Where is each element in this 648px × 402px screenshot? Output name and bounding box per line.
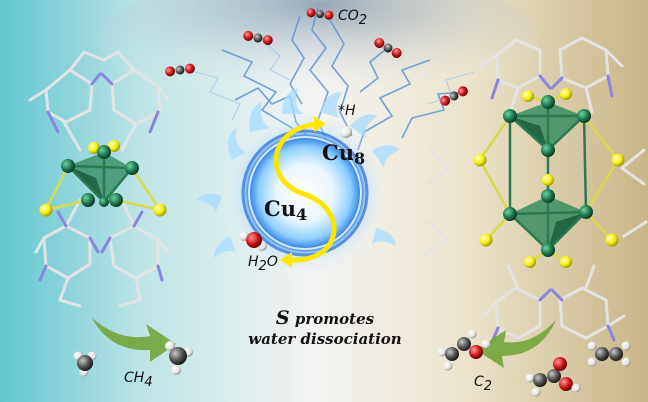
ch4-label: CH4 xyxy=(124,370,153,390)
co2-label-subscript: 2 xyxy=(358,13,368,28)
product-arrow-right xyxy=(476,320,556,368)
c2-label-main: C xyxy=(474,374,484,390)
h2o-label-subscript: 2 xyxy=(258,259,267,274)
h2o-label: H2O xyxy=(248,254,278,274)
caption-s-letter: S xyxy=(275,307,290,329)
co2-molecule xyxy=(243,30,273,46)
cu4-cluster-structure xyxy=(28,50,170,308)
ch4-label-subscript: 4 xyxy=(144,375,153,390)
cu4-label-subscript: 4 xyxy=(295,205,308,224)
co2-molecule xyxy=(165,63,195,77)
h-atom xyxy=(340,126,352,138)
ch4-label-main: CH xyxy=(124,370,145,386)
ch4-molecule xyxy=(73,351,97,377)
h2o-label-main: H xyxy=(248,254,259,270)
cu4-label-main: Cu xyxy=(264,196,296,221)
co2-label: CO2 xyxy=(338,8,367,28)
caption-line-2: water dissociation xyxy=(248,330,402,348)
adsorbed-h-label: *H xyxy=(338,103,356,119)
cycle-s-curve xyxy=(273,116,337,268)
lightning-streams-thin xyxy=(187,39,475,121)
co2-molecule xyxy=(374,38,402,58)
cu8-label: Cu8 xyxy=(322,140,366,168)
cycle-arrowhead-top xyxy=(314,116,326,132)
acetic-acid-molecule xyxy=(525,357,581,397)
c2-label-subscript: 2 xyxy=(483,379,493,394)
ethylene-molecule xyxy=(587,341,631,367)
cu8-label-subscript: 8 xyxy=(353,149,366,168)
c2-label: C2 xyxy=(474,374,492,394)
co2-label-main: CO xyxy=(338,8,359,24)
co2-molecule xyxy=(306,8,334,20)
mechanism-caption: S promotes water dissociation xyxy=(230,308,420,349)
cu4-label: Cu4 xyxy=(264,196,308,224)
ch4-molecule xyxy=(165,341,193,375)
h2o-molecule xyxy=(239,231,267,251)
catalyst-cycle-orb xyxy=(196,88,400,279)
h2o-label-end: O xyxy=(266,254,278,270)
ethanol-molecule xyxy=(437,329,491,371)
cu8-label-main: Cu xyxy=(322,140,354,165)
product-arrow-left xyxy=(92,318,176,362)
caption-line-1: S promotes xyxy=(230,308,420,329)
caption-line-1-text: promotes xyxy=(289,310,375,328)
cycle-arrowhead-bottom xyxy=(280,252,292,268)
cu8-cluster-structure xyxy=(424,36,648,344)
co2-molecule xyxy=(440,86,468,106)
